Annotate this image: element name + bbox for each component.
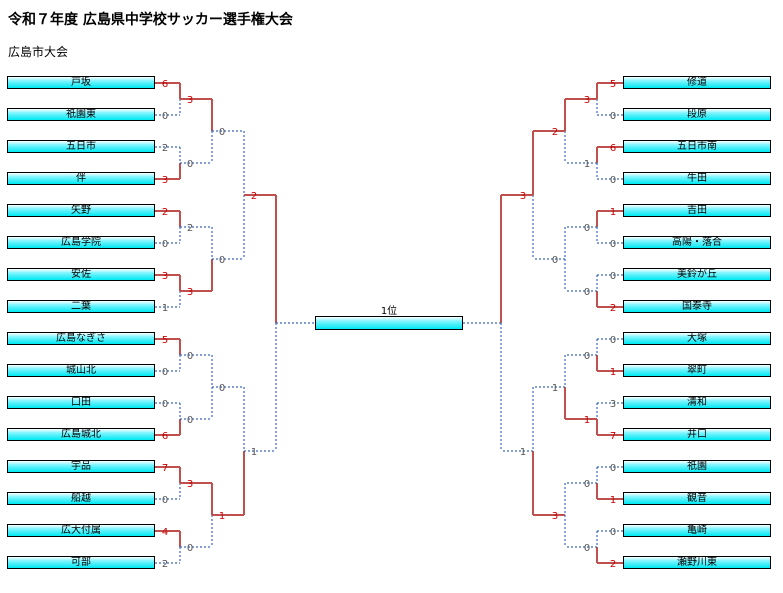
right-team-5: 吉田 (623, 204, 771, 217)
right-r1-score-10: 1 (609, 367, 617, 378)
left-team-4: 伴 (7, 172, 155, 185)
left-team-13: 宇品 (7, 460, 155, 473)
right-r1-score-6: 0 (609, 239, 617, 250)
right-r1-score-15: 0 (609, 527, 617, 538)
right-team-12: 井口 (623, 428, 771, 441)
right-r2-score-8: 0 (583, 543, 591, 554)
left-r4-score-1: 2 (250, 191, 258, 202)
left-team-5: 矢野 (7, 204, 155, 217)
right-r3-score-3: 1 (551, 383, 559, 394)
left-team-8: 二葉 (7, 300, 155, 313)
left-r1-score-11: 0 (161, 399, 169, 410)
right-r1-score-14: 1 (609, 495, 617, 506)
left-team-9: 広島なぎさ (7, 332, 155, 345)
right-team-2: 段原 (623, 108, 771, 121)
left-r2-score-7: 3 (186, 479, 194, 490)
left-team-14: 船越 (7, 492, 155, 505)
left-r3-score-3: 0 (218, 383, 226, 394)
right-team-1: 修道 (623, 76, 771, 89)
right-team-13: 祇園 (623, 460, 771, 473)
left-team-2: 祇園東 (7, 108, 155, 121)
right-r4-score-1: 3 (519, 191, 527, 202)
left-team-15: 広大付属 (7, 524, 155, 537)
right-r1-score-16: 2 (609, 559, 617, 570)
left-team-11: 口田 (7, 396, 155, 409)
right-r1-score-13: 0 (609, 463, 617, 474)
right-team-10: 翠町 (623, 364, 771, 377)
right-team-8: 国泰寺 (623, 300, 771, 313)
right-r1-score-8: 2 (609, 303, 617, 314)
right-r3-score-1: 2 (551, 127, 559, 138)
right-r1-score-5: 1 (609, 207, 617, 218)
right-r2-score-1: 3 (583, 95, 591, 106)
left-r3-score-1: 0 (218, 127, 226, 138)
left-r1-score-13: 7 (161, 463, 169, 474)
left-r1-score-9: 5 (161, 335, 169, 346)
right-team-16: 瀬野川東 (623, 556, 771, 569)
left-r2-score-5: 0 (186, 351, 194, 362)
left-r1-score-14: 0 (161, 495, 169, 506)
left-team-6: 広島学院 (7, 236, 155, 249)
left-r1-score-10: 0 (161, 367, 169, 378)
right-r2-score-5: 0 (583, 351, 591, 362)
page-subtitle: 広島市大会 (8, 45, 69, 59)
right-r1-score-9: 0 (609, 335, 617, 346)
left-team-16: 可部 (7, 556, 155, 569)
right-r3-score-4: 3 (551, 511, 559, 522)
right-team-11: 清和 (623, 396, 771, 409)
left-r3-score-4: 1 (218, 511, 226, 522)
right-team-9: 大塚 (623, 332, 771, 345)
right-team-6: 高陽・落合 (623, 236, 771, 249)
right-r3-score-2: 0 (551, 255, 559, 266)
left-r1-score-4: 3 (161, 175, 169, 186)
left-r2-score-1: 3 (186, 95, 194, 106)
left-r1-score-8: 1 (161, 303, 169, 314)
left-r1-score-1: 6 (161, 79, 169, 90)
right-r2-score-2: 1 (583, 159, 591, 170)
left-r1-score-6: 0 (161, 239, 169, 250)
left-team-7: 安佐 (7, 268, 155, 281)
left-r2-score-6: 0 (186, 415, 194, 426)
right-team-15: 亀崎 (623, 524, 771, 537)
page-title: 令和７年度 広島県中学校サッカー選手権大会 (8, 12, 293, 28)
right-r1-score-7: 0 (609, 271, 617, 282)
champion-label: 1位 (380, 306, 398, 317)
right-r2-score-3: 0 (583, 223, 591, 234)
left-team-1: 戸坂 (7, 76, 155, 89)
right-r1-score-11: 3 (609, 399, 617, 410)
right-team-3: 五日市南 (623, 140, 771, 153)
left-team-10: 城山北 (7, 364, 155, 377)
left-r1-score-3: 2 (161, 143, 169, 154)
left-r2-score-4: 3 (186, 287, 194, 298)
left-r1-score-15: 4 (161, 527, 169, 538)
left-r2-score-3: 2 (186, 223, 194, 234)
left-r3-score-2: 0 (218, 255, 226, 266)
right-r1-score-3: 6 (609, 143, 617, 154)
left-r4-score-2: 1 (250, 447, 258, 458)
right-r1-score-12: 7 (609, 431, 617, 442)
right-r2-score-4: 0 (583, 287, 591, 298)
right-team-4: 牛田 (623, 172, 771, 185)
left-r1-score-16: 2 (161, 559, 169, 570)
right-r1-score-1: 5 (609, 79, 617, 90)
right-r1-score-4: 0 (609, 175, 617, 186)
left-r1-score-2: 0 (161, 111, 169, 122)
left-r2-score-2: 0 (186, 159, 194, 170)
right-r2-score-7: 0 (583, 479, 591, 490)
left-r1-score-12: 6 (161, 431, 169, 442)
right-r1-score-2: 0 (609, 111, 617, 122)
left-team-3: 五日市 (7, 140, 155, 153)
left-r1-score-7: 3 (161, 271, 169, 282)
right-team-14: 観音 (623, 492, 771, 505)
right-team-7: 美鈴が丘 (623, 268, 771, 281)
left-r2-score-8: 0 (186, 543, 194, 554)
right-r4-score-2: 1 (519, 447, 527, 458)
left-team-12: 広島城北 (7, 428, 155, 441)
right-r2-score-6: 1 (583, 415, 591, 426)
champion-box (315, 316, 463, 330)
left-r1-score-5: 2 (161, 207, 169, 218)
